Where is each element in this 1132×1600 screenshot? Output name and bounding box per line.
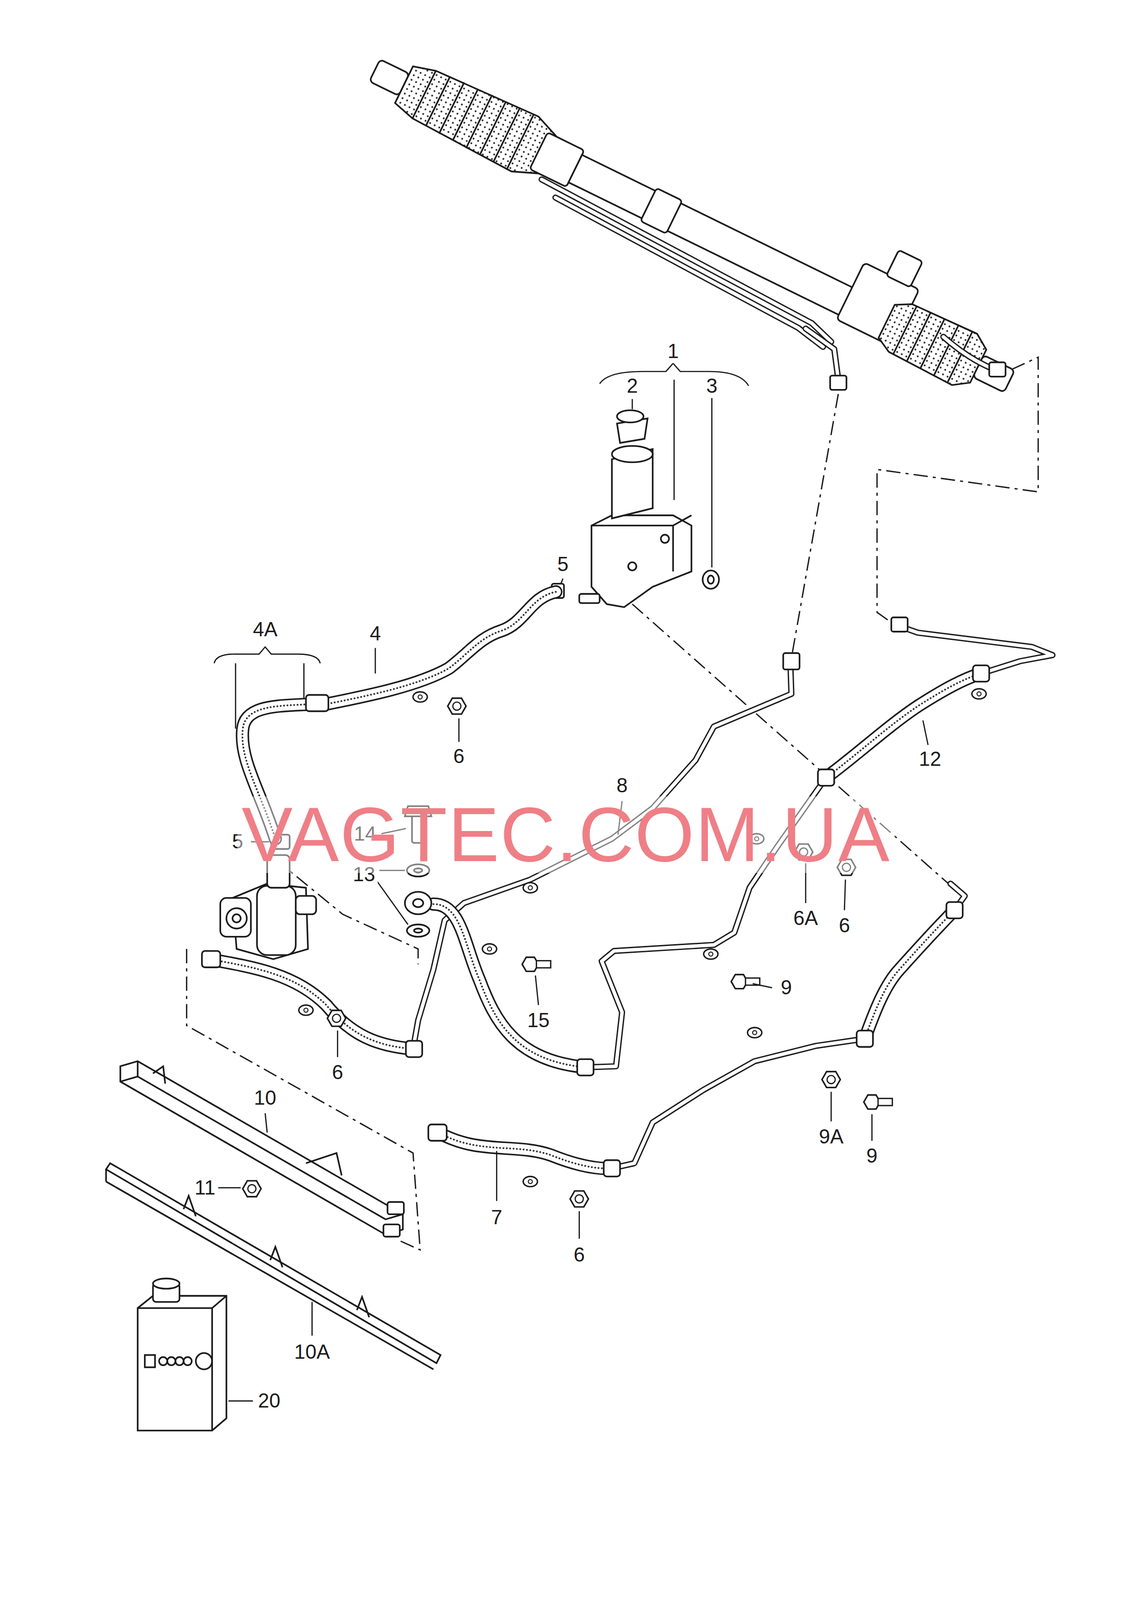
callout-number: 9A [816, 1125, 846, 1148]
callout-number: 1 [665, 340, 681, 362]
callout-number: 8 [614, 774, 630, 797]
callout-number: 11 [192, 1176, 218, 1199]
callout-number: 9 [863, 1144, 880, 1167]
callout-number: 4 [367, 622, 383, 645]
callout-number: 5 [555, 553, 571, 575]
callout-number: 6 [571, 1243, 587, 1266]
callout-number: 6A [790, 906, 821, 929]
callout-number: 12 [916, 747, 944, 770]
callout-number: 10A [291, 1340, 332, 1363]
callout-number: 7 [488, 1205, 505, 1228]
callout-number: 2 [624, 374, 641, 397]
callout-number: 6 [450, 744, 467, 767]
callout-number: 20 [255, 1389, 283, 1412]
callout-number: 3 [703, 374, 720, 397]
callout-number: 4A [250, 618, 280, 641]
callout-number: 10 [251, 1086, 279, 1109]
callout-number: 9 [778, 976, 794, 998]
watermark: VAGTEC.COM.UA [237, 796, 895, 873]
callout-number: 6 [836, 914, 853, 936]
callout-number: 6 [329, 1060, 346, 1083]
callout-number: 15 [525, 1008, 553, 1031]
